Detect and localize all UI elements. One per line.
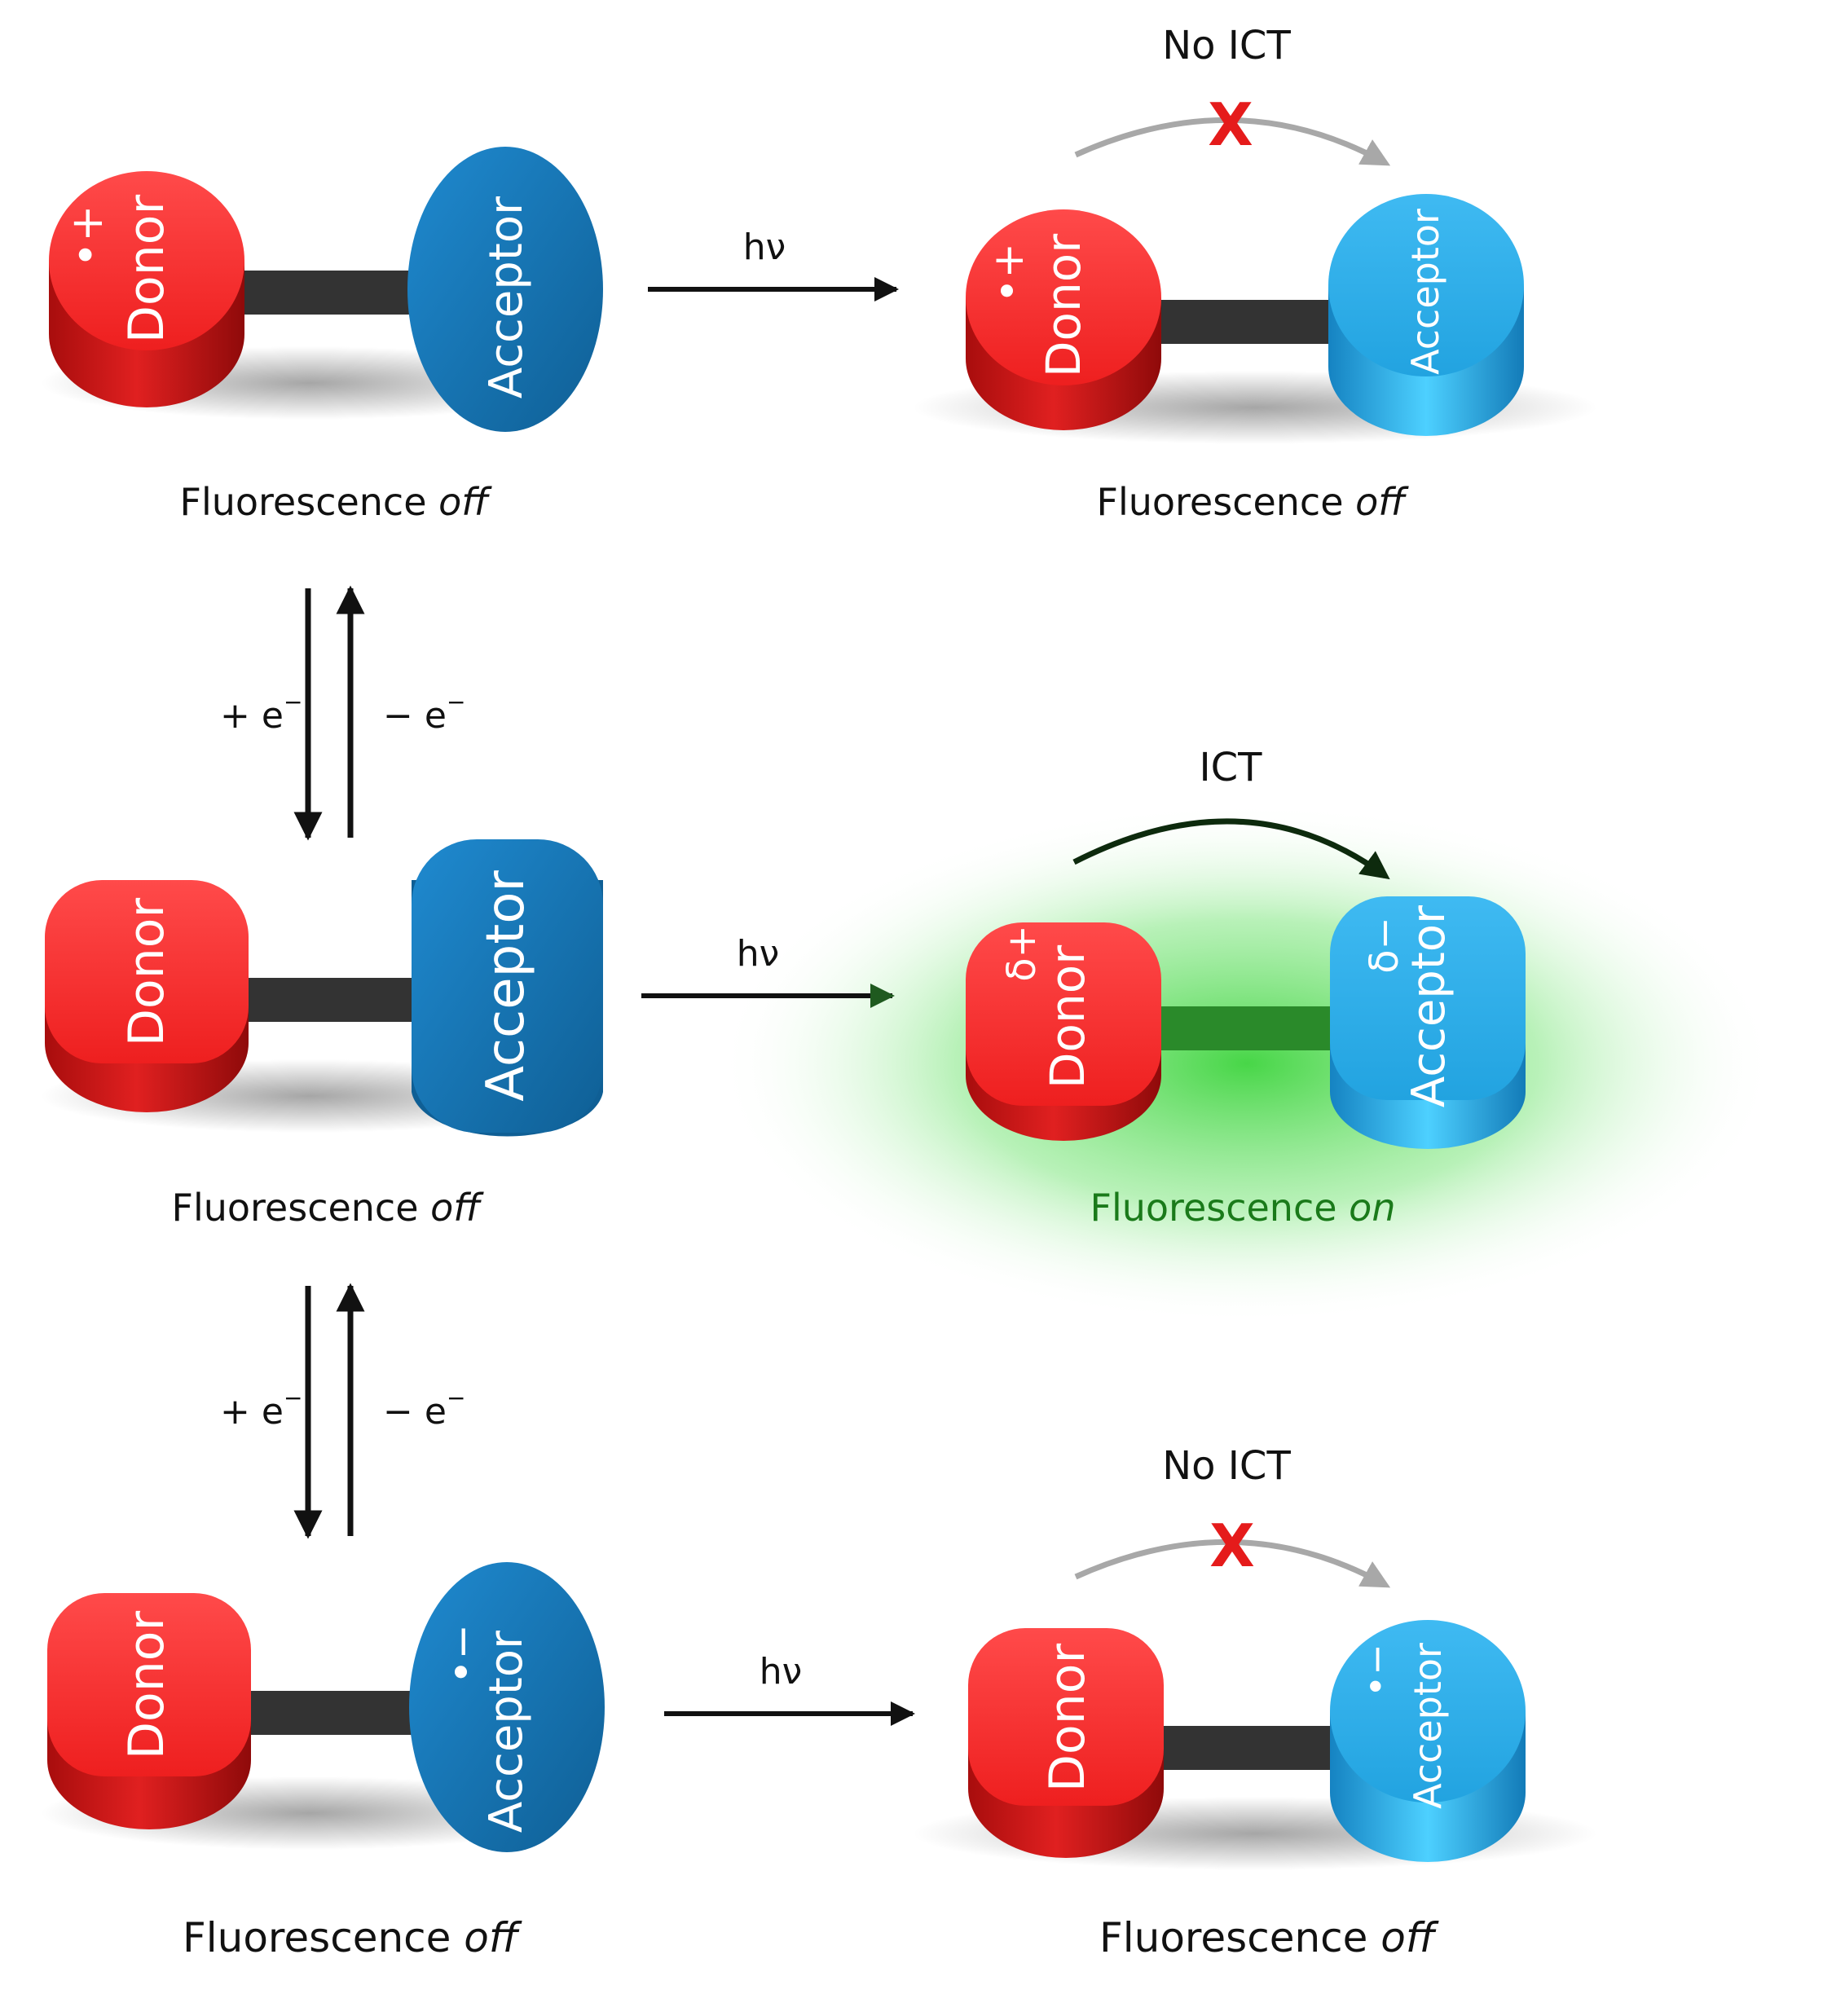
- blocked-transfer-arrow-top: [1074, 117, 1391, 166]
- acceptor-top: [1330, 1620, 1526, 1803]
- molecule-middle-right: Donor δ+ Acceptor δ−: [966, 896, 1526, 1149]
- transfer-arrow: [1072, 818, 1390, 880]
- add-electron-label: + e−: [220, 689, 302, 737]
- molecule-middle-left: Donor Acceptor: [41, 839, 603, 1137]
- donor-top: [45, 880, 249, 1063]
- donor-label: Donor: [118, 195, 175, 344]
- donor-top: [49, 171, 244, 350]
- fluorescence-glow: [717, 803, 1777, 1324]
- molecule-bottom-left: Donor Acceptor •−: [41, 1562, 605, 1852]
- caption-middle-left: Fluorescence off: [171, 1186, 484, 1230]
- caption-bottom-right: Fluorescence off: [1099, 1914, 1439, 1961]
- no-ict-label-top: No ICT: [1162, 23, 1291, 68]
- donor-label: Donor: [118, 898, 175, 1047]
- donor-top: [966, 922, 1161, 1106]
- donor-label: Donor: [1039, 1644, 1096, 1793]
- donor-charge: •+: [61, 205, 112, 267]
- blocked-cross-top: X: [1208, 90, 1253, 159]
- donor-label: Donor: [1036, 234, 1091, 377]
- linker: [236, 978, 424, 1022]
- linker: [236, 271, 424, 315]
- hv-label-2: hν: [737, 933, 779, 975]
- donor-label: Donor: [118, 1611, 175, 1760]
- donor-top: [966, 209, 1161, 385]
- molecule-top-right: Donor •+ Acceptor: [913, 194, 1597, 444]
- remove-electron-label: − e−: [383, 1384, 465, 1433]
- caption-bottom-left: Fluorescence off: [183, 1914, 522, 1961]
- acceptor-label: Acceptor: [1406, 1643, 1450, 1809]
- remove-electron-label: − e−: [383, 689, 465, 737]
- acceptor-label: Acceptor: [1403, 209, 1447, 375]
- blocked-transfer-arrow-bottom: [1074, 1538, 1391, 1588]
- caption-top-left: Fluorescence off: [179, 480, 492, 524]
- acceptor-top: [1328, 194, 1524, 376]
- acceptor-body: [409, 1562, 605, 1852]
- blocked-cross-bottom: X: [1209, 1512, 1255, 1580]
- add-electron-label: + e−: [220, 1384, 302, 1433]
- linker: [1157, 300, 1353, 344]
- acceptor-label: Acceptor: [480, 1630, 533, 1833]
- acceptor-label: Acceptor: [1402, 905, 1455, 1107]
- acceptor-charge: •−: [1354, 1644, 1398, 1697]
- redox-equilibrium-2: + e− − e−: [220, 1283, 465, 1539]
- linker: [1157, 1006, 1353, 1050]
- caption-top-right: Fluorescence off: [1096, 480, 1409, 524]
- acceptor-charge: •−: [438, 1624, 487, 1684]
- donor-label: Donor: [1040, 945, 1095, 1089]
- caption-middle-right: Fluorescence on: [1090, 1186, 1396, 1230]
- acceptor-top: [1330, 896, 1526, 1100]
- donor-top: [968, 1628, 1164, 1806]
- hv-label-3: hν: [760, 1651, 802, 1692]
- donor-charge: δ+: [999, 925, 1045, 982]
- molecule-top-left: Donor •+ Acceptor: [41, 147, 603, 432]
- acceptor-label: Acceptor: [476, 870, 536, 1102]
- acceptor-charge: δ−: [1362, 917, 1407, 974]
- molecule-bottom-right: Donor Acceptor •−: [913, 1620, 1597, 1870]
- redox-equilibrium-1: + e− − e−: [220, 585, 465, 841]
- no-ict-label-bottom: No ICT: [1162, 1443, 1291, 1489]
- linker: [1157, 1726, 1353, 1770]
- acceptor-body: [407, 147, 603, 432]
- donor-charge: •+: [984, 243, 1033, 303]
- hv-label-1: hν: [743, 227, 786, 268]
- donor-top: [47, 1593, 251, 1776]
- acceptor-body: [412, 839, 603, 1133]
- linker: [236, 1691, 424, 1735]
- ict-label: ICT: [1200, 745, 1263, 790]
- acceptor-label: Acceptor: [480, 196, 533, 398]
